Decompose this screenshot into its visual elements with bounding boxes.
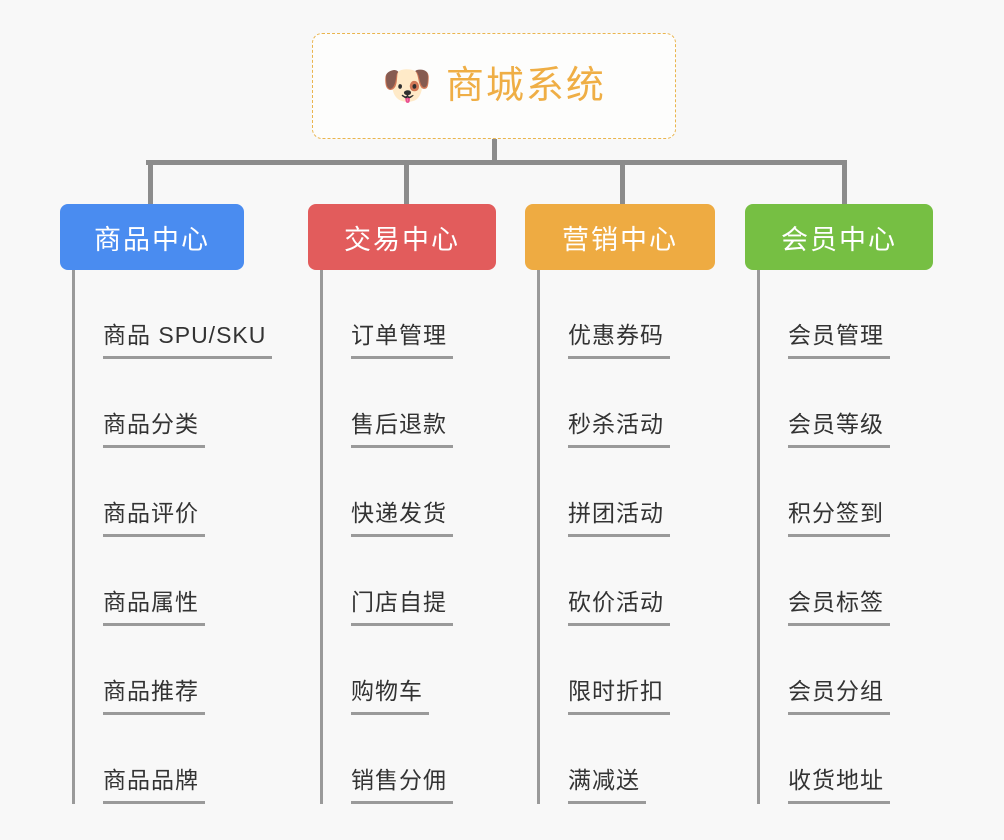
item-list-trade-center: 订单管理售后退款快递发货门店自提购物车销售分佣 xyxy=(320,270,496,804)
list-item-label: 会员等级 xyxy=(788,405,890,448)
list-item[interactable]: 会员等级 xyxy=(760,359,933,448)
item-list-product-center: 商品 SPU/SKU 商品分类商品评价商品属性商品推荐商品品牌 xyxy=(72,270,273,804)
list-item[interactable]: 限时折扣 xyxy=(540,626,715,715)
list-item-label: 收货地址 xyxy=(788,761,890,804)
list-item-label: 门店自提 xyxy=(351,583,453,626)
connector-root-stem xyxy=(492,139,497,163)
list-item[interactable]: 商品分类 xyxy=(75,359,272,448)
list-item-label: 订单管理 xyxy=(351,316,453,359)
connector-drop-trade-center xyxy=(404,160,409,204)
column-marketing-center: 营销中心优惠券码秒杀活动拼团活动砍价活动限时折扣满减送 xyxy=(525,204,715,804)
list-item[interactable]: 商品推荐 xyxy=(75,626,272,715)
list-item-label: 会员分组 xyxy=(788,672,890,715)
list-item[interactable]: 门店自提 xyxy=(323,537,496,626)
list-item[interactable]: 商品评价 xyxy=(75,448,272,537)
list-item[interactable]: 商品属性 xyxy=(75,537,272,626)
list-item[interactable]: 积分签到 xyxy=(760,448,933,537)
list-item-label: 拼团活动 xyxy=(568,494,670,537)
list-item-label: 限时折扣 xyxy=(568,672,670,715)
list-item-label: 优惠券码 xyxy=(568,316,670,359)
category-header-label: 会员中心 xyxy=(781,224,897,255)
list-item-label: 购物车 xyxy=(351,672,429,715)
item-list-member-center: 会员管理会员等级积分签到会员标签会员分组收货地址 xyxy=(757,270,933,804)
list-item[interactable]: 销售分佣 xyxy=(323,715,496,804)
list-item[interactable]: 会员管理 xyxy=(760,270,933,359)
list-item-label: 会员标签 xyxy=(788,583,890,626)
list-item[interactable]: 拼团活动 xyxy=(540,448,715,537)
list-item[interactable]: 快递发货 xyxy=(323,448,496,537)
list-item-label: 会员管理 xyxy=(788,316,890,359)
list-item[interactable]: 砍价活动 xyxy=(540,537,715,626)
category-header-label: 交易中心 xyxy=(344,224,460,255)
shiba-dog-face-icon: 🐶 xyxy=(382,64,432,108)
list-item[interactable]: 秒杀活动 xyxy=(540,359,715,448)
connector-drop-member-center xyxy=(842,160,847,204)
list-item[interactable]: 商品品牌 xyxy=(75,715,272,804)
list-item-label: 砍价活动 xyxy=(568,583,670,626)
list-item-label: 商品推荐 xyxy=(103,672,205,715)
root-node-shop-system[interactable]: 🐶 商城系统 xyxy=(312,33,676,139)
list-item-label: 商品属性 xyxy=(103,583,205,626)
list-item[interactable]: 售后退款 xyxy=(323,359,496,448)
category-header-trade-center[interactable]: 交易中心 xyxy=(308,204,496,270)
connector-drop-product-center xyxy=(148,160,153,204)
column-product-center: 商品中心商品 SPU/SKU 商品分类商品评价商品属性商品推荐商品品牌 xyxy=(60,204,273,804)
list-item-label: 满减送 xyxy=(568,761,646,804)
list-item[interactable]: 商品 SPU/SKU xyxy=(75,270,273,359)
list-item-label: 快递发货 xyxy=(351,494,453,537)
list-item-label: 商品分类 xyxy=(103,405,205,448)
root-node-label: 商城系统 xyxy=(445,65,606,107)
list-item[interactable]: 购物车 xyxy=(323,626,496,715)
connector-horizontal-bus xyxy=(146,160,846,165)
connector-drop-marketing-center xyxy=(620,160,625,204)
list-item-label: 销售分佣 xyxy=(351,761,453,804)
category-header-label: 商品中心 xyxy=(94,224,210,255)
list-item-label: 售后退款 xyxy=(351,405,453,448)
list-item-label: 商品 SPU/SKU xyxy=(103,316,273,359)
list-item-label: 商品评价 xyxy=(103,494,205,537)
list-item-label: 秒杀活动 xyxy=(568,405,670,448)
category-header-member-center[interactable]: 会员中心 xyxy=(745,204,933,270)
category-header-label: 营销中心 xyxy=(562,224,678,255)
list-item[interactable]: 满减送 xyxy=(540,715,715,804)
item-list-marketing-center: 优惠券码秒杀活动拼团活动砍价活动限时折扣满减送 xyxy=(537,270,715,804)
list-item[interactable]: 会员标签 xyxy=(760,537,933,626)
category-header-product-center[interactable]: 商品中心 xyxy=(60,204,244,270)
list-item-label: 积分签到 xyxy=(788,494,890,537)
list-item[interactable]: 优惠券码 xyxy=(540,270,715,359)
list-item[interactable]: 订单管理 xyxy=(323,270,496,359)
list-item-label: 商品品牌 xyxy=(103,761,205,804)
list-item[interactable]: 会员分组 xyxy=(760,626,933,715)
column-member-center: 会员中心会员管理会员等级积分签到会员标签会员分组收货地址 xyxy=(745,204,933,804)
column-trade-center: 交易中心订单管理售后退款快递发货门店自提购物车销售分佣 xyxy=(308,204,496,804)
list-item[interactable]: 收货地址 xyxy=(760,715,933,804)
category-header-marketing-center[interactable]: 营销中心 xyxy=(525,204,715,270)
